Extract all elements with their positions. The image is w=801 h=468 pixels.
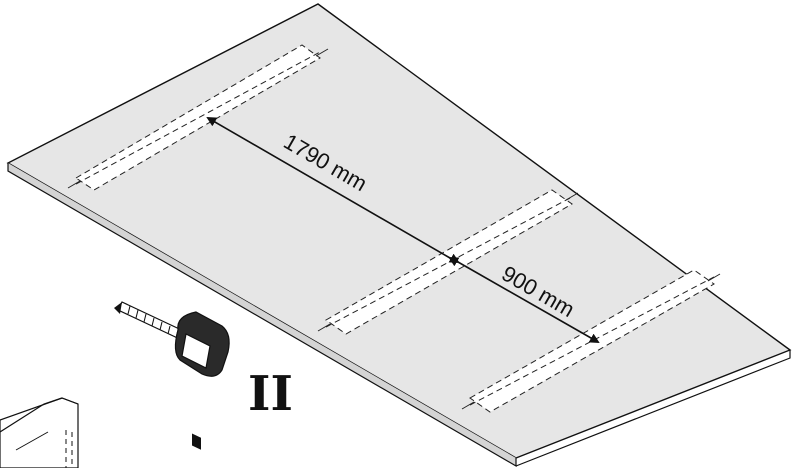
dimension-arrow-long [206, 116, 460, 267]
tape-measure-icon [114, 301, 230, 450]
center-lines [67, 48, 721, 410]
batten-strip-top-left [75, 44, 321, 191]
panel-board [6, 3, 792, 468]
step-numeral: II [248, 366, 293, 422]
support-beam [0, 397, 79, 468]
dimension-arrow-short [448, 253, 600, 343]
